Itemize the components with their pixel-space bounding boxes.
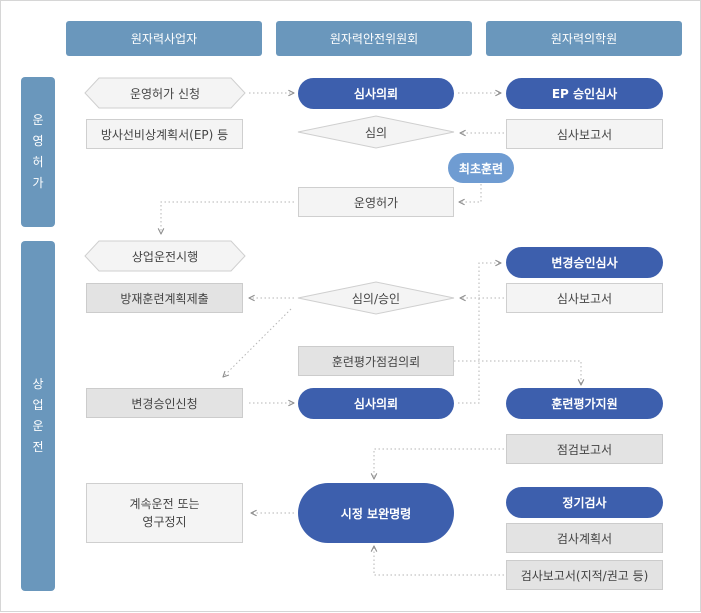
ep-approval-review-pill: EP 승인심사	[506, 78, 663, 109]
deliberation-diamond	[297, 115, 455, 149]
connector-review2-to-change-review	[458, 263, 501, 404]
section-license-char: 영	[32, 134, 44, 148]
review-report-box-2: 심사보고서	[506, 283, 663, 313]
review-request-pill-2: 심사의뢰	[298, 388, 454, 419]
connector-inspection-report-to-order	[374, 448, 504, 479]
operation-license-box: 운영허가	[298, 187, 454, 217]
training-eval-support-pill: 훈련평가지원	[506, 388, 663, 419]
training-eval-request-box: 훈련평가점검의뢰	[298, 346, 454, 376]
deliberation-approval-label: 심의/승인	[351, 291, 401, 306]
initial-training-pill: 최초훈련	[448, 153, 514, 183]
connector-license-to-operation	[161, 201, 294, 234]
header-commission: 원자력안전위원회	[276, 21, 472, 56]
operation-start-label: 상업운전시행	[131, 249, 199, 264]
section-operation-char: 전	[32, 440, 44, 454]
review-report-box: 심사보고서	[506, 119, 663, 149]
header-institute: 원자력의학원	[486, 21, 682, 56]
inspection-report-box: 점검보고서	[506, 434, 663, 464]
connector-result-to-order	[374, 546, 504, 576]
section-operation-char: 업	[32, 398, 44, 412]
correction-order-pill: 시정 보완명령	[298, 483, 454, 543]
change-apply-box: 변경승인신청	[86, 388, 243, 418]
section-operation-char: 상	[32, 377, 44, 391]
ep-document-box: 방사선비상계획서(EP) 등	[86, 119, 243, 149]
section-license-char: 가	[32, 176, 44, 190]
license-apply-label: 운영허가 신청	[129, 86, 201, 101]
training-plan-box: 방재훈련계획제출	[86, 283, 243, 313]
connector-deliberation-approval-to-change-apply	[223, 308, 292, 377]
section-operation: 상 업 운 전	[21, 241, 55, 591]
inspection-result-box: 검사보고서(지적/권고 등)	[506, 560, 663, 590]
operation-start-hexagon	[84, 240, 246, 272]
section-license-char: 운	[32, 113, 44, 127]
inspection-plan-box: 검사계획서	[506, 523, 663, 553]
connector-training-eval-to-support	[454, 360, 581, 385]
section-license-char: 허	[32, 155, 44, 169]
license-apply-hexagon	[84, 77, 246, 109]
continue-or-stop-box: 계속운전 또는 영구정지	[86, 483, 243, 543]
connector-training-to-license	[459, 184, 482, 202]
deliberation-approval-diamond	[297, 281, 455, 315]
periodic-inspection-pill: 정기검사	[506, 487, 663, 518]
change-approval-review-pill: 변경승인심사	[506, 247, 663, 278]
deliberation-label: 심의	[364, 125, 388, 140]
section-operation-char: 운	[32, 419, 44, 433]
section-license: 운 영 허 가	[21, 77, 55, 227]
review-request-pill: 심사의뢰	[298, 78, 454, 109]
header-operator: 원자력사업자	[66, 21, 262, 56]
